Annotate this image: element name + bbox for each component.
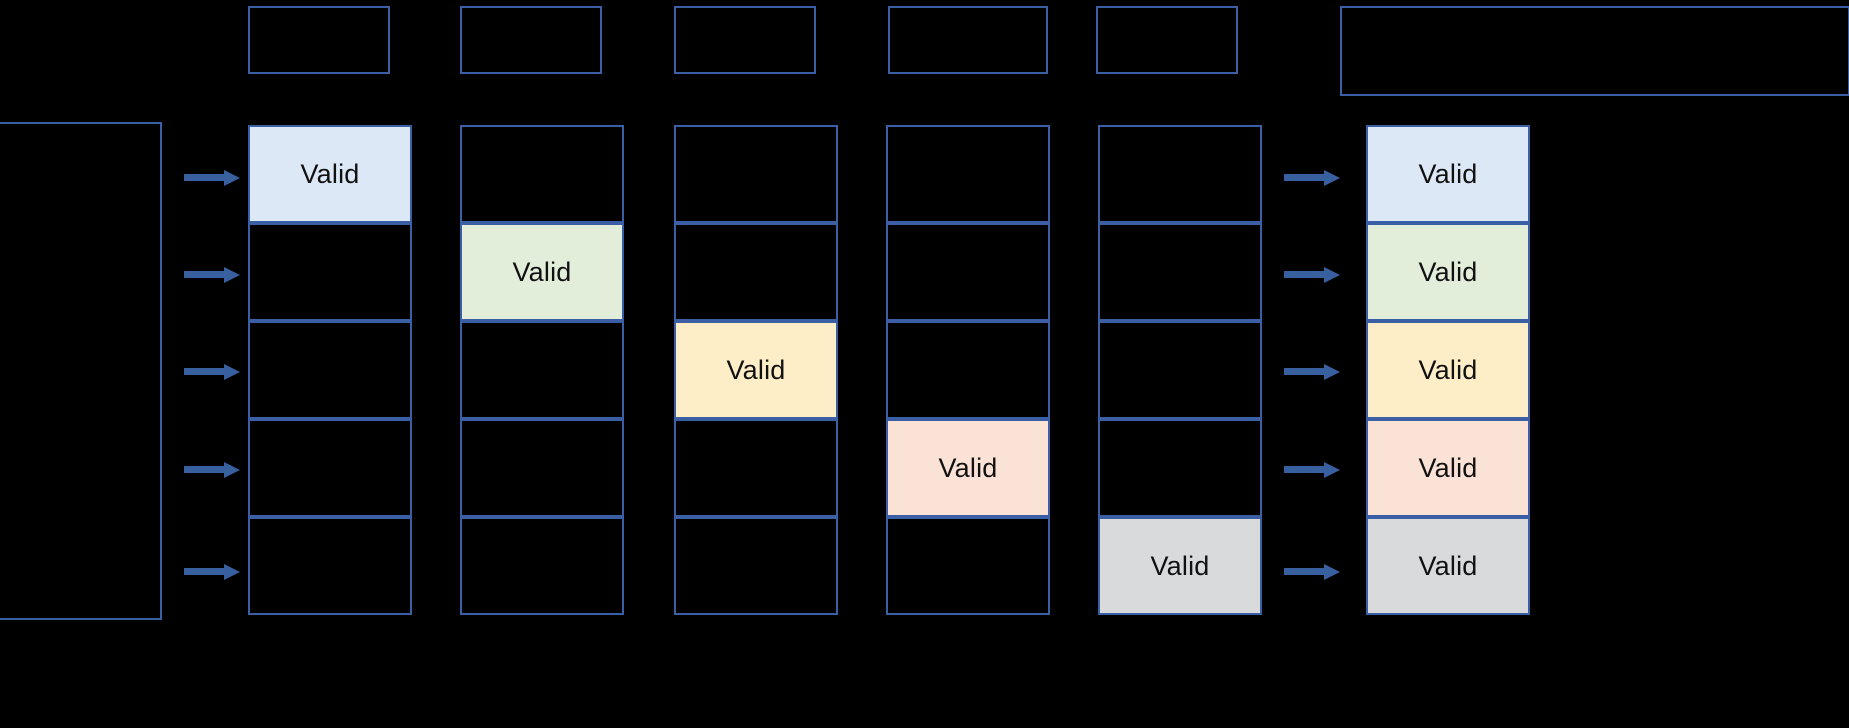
arrow-shaft bbox=[1284, 271, 1324, 278]
arrow-merge-to-result-2 bbox=[1284, 267, 1340, 283]
empty-cell[interactable] bbox=[460, 321, 624, 419]
empty-cell[interactable] bbox=[886, 125, 1050, 223]
empty-cell[interactable] bbox=[674, 125, 838, 223]
arrow-shaft bbox=[1284, 466, 1324, 473]
arrow-merge-to-result-5 bbox=[1284, 564, 1340, 580]
valid-cell[interactable]: Valid bbox=[1366, 517, 1530, 615]
arrow-shaft bbox=[184, 174, 224, 181]
valid-cell[interactable]: Valid bbox=[674, 321, 838, 419]
header-box-5[interactable] bbox=[1096, 6, 1238, 74]
valid-cell[interactable]: Valid bbox=[460, 223, 624, 321]
arrow-source-to-row-1 bbox=[184, 170, 240, 186]
arrow-shaft bbox=[184, 466, 224, 473]
empty-cell[interactable] bbox=[674, 223, 838, 321]
empty-cell[interactable] bbox=[674, 517, 838, 615]
empty-cell[interactable] bbox=[1098, 321, 1262, 419]
valid-cell[interactable]: Valid bbox=[1366, 223, 1530, 321]
cell-label: Valid bbox=[726, 354, 786, 385]
cell-label: Valid bbox=[1418, 550, 1478, 581]
arrow-shaft bbox=[1284, 368, 1324, 375]
empty-cell[interactable] bbox=[460, 419, 624, 517]
arrow-head-icon bbox=[224, 364, 240, 380]
header-box-4[interactable] bbox=[888, 6, 1048, 74]
cell-label: Valid bbox=[938, 452, 998, 483]
arrow-head-icon bbox=[224, 267, 240, 283]
arrow-head-icon bbox=[1324, 462, 1340, 478]
cell-label: Valid bbox=[300, 158, 360, 189]
arrow-merge-to-result-1 bbox=[1284, 170, 1340, 186]
header-box-result[interactable] bbox=[1340, 6, 1849, 96]
arrow-shaft bbox=[1284, 174, 1324, 181]
empty-cell[interactable] bbox=[460, 125, 624, 223]
empty-cell[interactable] bbox=[248, 321, 412, 419]
empty-cell[interactable] bbox=[1098, 419, 1262, 517]
valid-cell[interactable]: Valid bbox=[1366, 125, 1530, 223]
valid-cell[interactable]: Valid bbox=[886, 419, 1050, 517]
arrow-source-to-row-4 bbox=[184, 462, 240, 478]
valid-cell[interactable]: Valid bbox=[1366, 321, 1530, 419]
arrow-head-icon bbox=[224, 170, 240, 186]
cell-label: Valid bbox=[1418, 354, 1478, 385]
arrow-head-icon bbox=[1324, 267, 1340, 283]
empty-cell[interactable] bbox=[886, 223, 1050, 321]
arrow-source-to-row-5 bbox=[184, 564, 240, 580]
valid-cell[interactable]: Valid bbox=[248, 125, 412, 223]
arrow-shaft bbox=[1284, 568, 1324, 575]
arrow-head-icon bbox=[1324, 564, 1340, 580]
empty-cell[interactable] bbox=[674, 419, 838, 517]
empty-cell[interactable] bbox=[886, 321, 1050, 419]
arrow-merge-to-result-3 bbox=[1284, 364, 1340, 380]
valid-cell[interactable]: Valid bbox=[1098, 517, 1262, 615]
arrow-head-icon bbox=[1324, 364, 1340, 380]
arrow-source-to-row-2 bbox=[184, 267, 240, 283]
cell-label: Valid bbox=[512, 256, 572, 287]
source-panel[interactable] bbox=[0, 122, 162, 620]
cell-label: Valid bbox=[1418, 452, 1478, 483]
empty-cell[interactable] bbox=[248, 223, 412, 321]
empty-cell[interactable] bbox=[886, 517, 1050, 615]
empty-cell[interactable] bbox=[248, 419, 412, 517]
arrow-head-icon bbox=[224, 462, 240, 478]
arrow-head-icon bbox=[1324, 170, 1340, 186]
arrow-shaft bbox=[184, 368, 224, 375]
arrow-source-to-row-3 bbox=[184, 364, 240, 380]
header-box-2[interactable] bbox=[460, 6, 602, 74]
arrow-head-icon bbox=[224, 564, 240, 580]
empty-cell[interactable] bbox=[248, 517, 412, 615]
arrow-shaft bbox=[184, 271, 224, 278]
cell-label: Valid bbox=[1150, 550, 1210, 581]
valid-cell[interactable]: Valid bbox=[1366, 419, 1530, 517]
cell-label: Valid bbox=[1418, 158, 1478, 189]
empty-cell[interactable] bbox=[460, 517, 624, 615]
arrow-shaft bbox=[184, 568, 224, 575]
header-box-1[interactable] bbox=[248, 6, 390, 74]
arrow-merge-to-result-4 bbox=[1284, 462, 1340, 478]
empty-cell[interactable] bbox=[1098, 125, 1262, 223]
cell-label: Valid bbox=[1418, 256, 1478, 287]
header-box-3[interactable] bbox=[674, 6, 816, 74]
empty-cell[interactable] bbox=[1098, 223, 1262, 321]
